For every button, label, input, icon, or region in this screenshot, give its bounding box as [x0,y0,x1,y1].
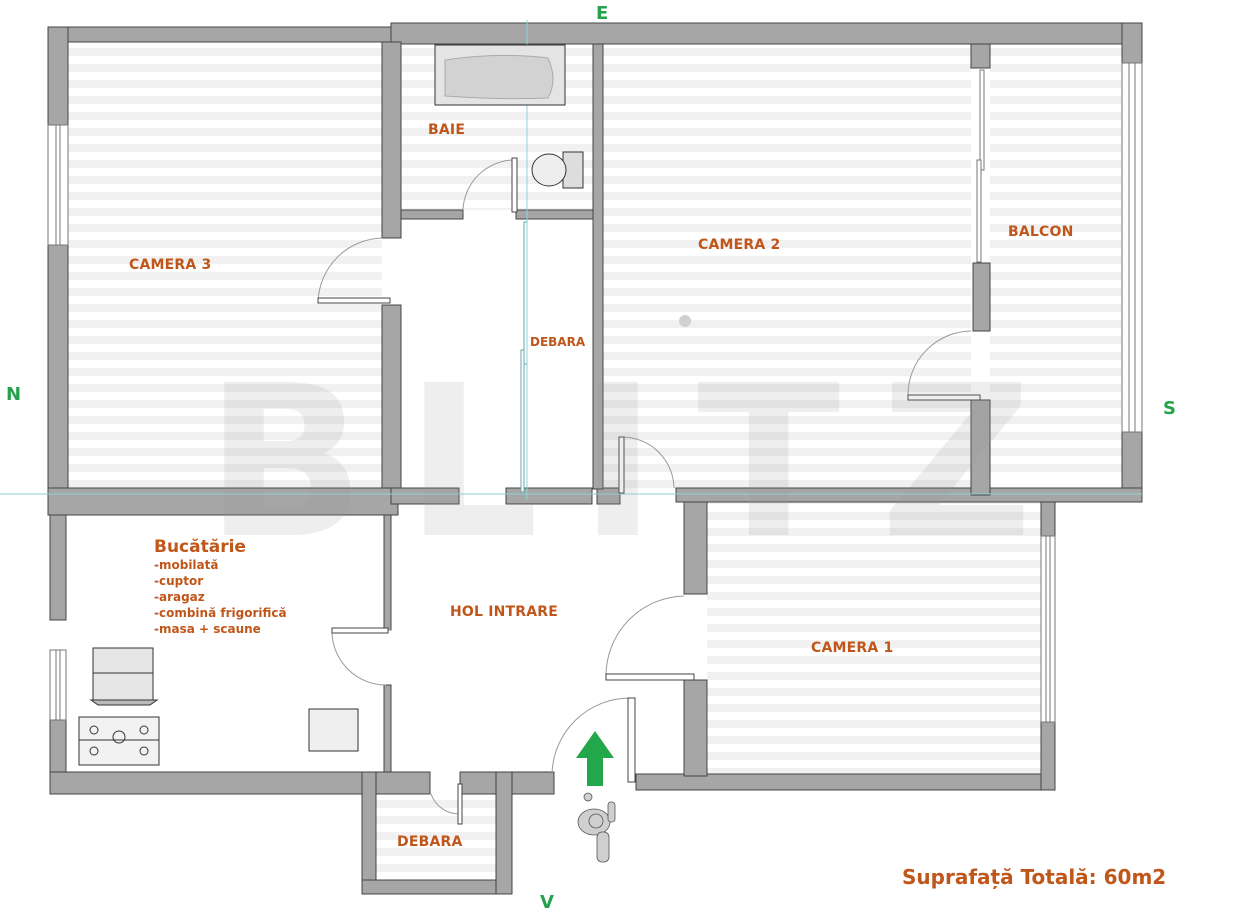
doors [317,157,981,825]
stove-icon [78,716,160,766]
ceiling-light-icon [679,315,691,327]
floor-camera3 [68,42,382,488]
room-label-kitchen: Bucătărie [154,537,246,557]
kitchen-block: Bucătărie -mobilată -cuptor -aragaz -com… [154,537,287,637]
bathtub-icon [434,44,566,106]
compass-south: S [1163,398,1176,419]
floor-debara-bottom [376,794,496,880]
room-label-hol-intrare: HOL INTRARE [450,604,559,620]
compass-north: N [6,384,22,405]
room-label-debara-bottom: DEBARA [397,834,463,850]
table-icon [308,708,359,752]
oven-icon [89,647,159,706]
total-area-label: Suprafață Totală: 60m2 [902,865,1167,889]
compass-west: V [540,892,554,913]
entry-arrow-icon [576,731,614,786]
floor-balcon [990,44,1122,480]
windows [47,62,1143,723]
kitchen-feature: -mobilată [154,558,219,572]
room-label-camera1: CAMERA 1 [811,640,894,656]
kitchen-feature: -cuptor [154,574,204,588]
floor-debara-center [401,219,593,489]
room-label-camera2: CAMERA 2 [698,237,781,253]
compass-east: E [596,3,609,24]
kitchen-feature: -masa + scaune [154,622,261,636]
floor-camera2 [603,44,971,488]
toilet-icon [531,151,584,189]
room-label-baie: BAIE [428,122,466,138]
room-label-camera3: CAMERA 3 [129,257,212,273]
kitchen-feature: -aragaz [154,590,205,604]
watermark: BLITZ [205,340,1073,585]
floor-camera1 [707,502,1041,774]
kitchen-feature: -combină frigorifică [154,606,287,620]
person-icon [577,792,616,863]
room-label-balcon: BALCON [1008,224,1074,240]
room-label-debara-center: DEBARA [530,335,586,349]
